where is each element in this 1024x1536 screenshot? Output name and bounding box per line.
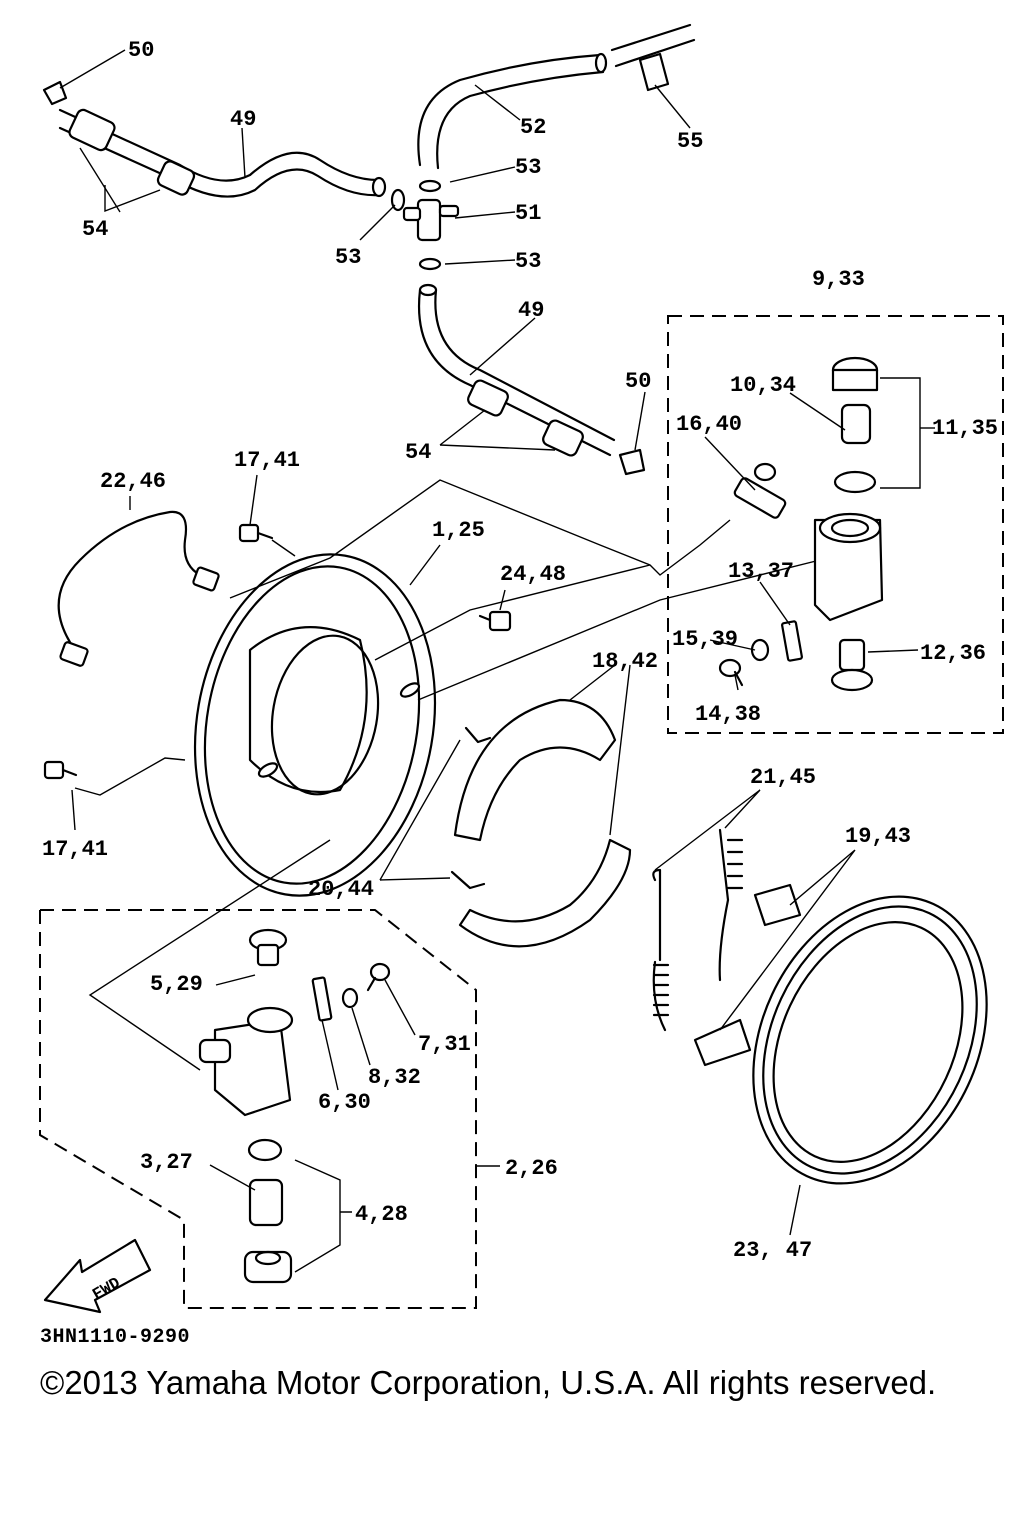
- brake-drum-seal-23-47: [752, 895, 988, 1185]
- brake-shield: [193, 553, 437, 897]
- cylinder-cup-4-28: [243, 1138, 293, 1284]
- callout-14-38: 14,38: [695, 702, 761, 727]
- plate-13-37: [781, 620, 803, 662]
- clamp-55: [638, 52, 670, 92]
- adjuster-5-29: [248, 928, 288, 967]
- callout-55: 55: [677, 129, 703, 154]
- callout-10-34: 10,34: [730, 373, 796, 398]
- callout-54-right: 54: [405, 440, 431, 465]
- brake-parts-diagram: 50 49 52 55 53 51 53 53 54 49 9,33 50 10…: [39, 23, 1004, 1314]
- callout-12-36: 12,36: [920, 641, 986, 666]
- callout-50-right: 50: [625, 369, 651, 394]
- callout-9-33: 9,33: [812, 267, 865, 292]
- bolt-7-31: [366, 962, 391, 992]
- callout-6-30: 6,30: [318, 1090, 371, 1115]
- callout-5-29: 5,29: [150, 972, 203, 997]
- callout-22-46: 22,46: [100, 469, 166, 494]
- callout-11-35: 11,35: [932, 416, 998, 441]
- fwd-arrow-icon: [43, 1238, 152, 1314]
- hose-joint-54-top: [68, 108, 196, 196]
- piston-3-27: [248, 1178, 284, 1227]
- callout-3-27: 3,27: [140, 1150, 193, 1175]
- spring-21-45-b: [718, 828, 744, 982]
- clip-19-43-lower: [693, 1018, 752, 1067]
- wheel-cylinder-body-top: [813, 512, 884, 622]
- callout-21-45: 21,45: [750, 765, 816, 790]
- callout-49-top: 49: [230, 107, 256, 132]
- callout-16-40: 16,40: [676, 412, 742, 437]
- bolt-17-41-bottom: [43, 760, 78, 780]
- clamp-50-top: [42, 80, 68, 106]
- callout-8-32: 8,32: [368, 1065, 421, 1090]
- brake-hose-22-46: [57, 510, 220, 667]
- callout-4-28: 4,28: [355, 1202, 408, 1227]
- wheel-cylinder-box-2-26: [39, 909, 477, 1309]
- copyright-notice: ©2013 Yamaha Motor Corporation, U.S.A. A…: [40, 1364, 937, 1401]
- pins-20-44: [450, 726, 492, 890]
- callout-7-31: 7,31: [418, 1032, 471, 1057]
- bolt-24-48: [478, 610, 512, 632]
- brake-shoe-lower: [458, 838, 632, 948]
- breather-hose-right: [418, 283, 616, 457]
- t-joint-51: [402, 198, 460, 242]
- screw-14-38: [718, 658, 744, 687]
- plate-6-30: [311, 976, 333, 1022]
- adjuster-12-36: [830, 638, 874, 692]
- callout-53-a: 53: [515, 155, 541, 180]
- brake-shoe-upper: [453, 698, 617, 842]
- callout-54-top: 54: [82, 217, 108, 242]
- diagram-code: 3HN1110-9290: [40, 1326, 191, 1349]
- callout-2-26: 2,26: [505, 1156, 558, 1181]
- spring-21-45-a: [652, 868, 670, 1032]
- callout-51: 51: [515, 201, 541, 226]
- clamp-50-right: [618, 448, 646, 476]
- callout-18-42: 18,42: [592, 649, 658, 674]
- callout-17-41-bottom: 17,41: [42, 837, 108, 862]
- callout-15-39: 15,39: [672, 627, 738, 652]
- leader-lines: [74, 479, 821, 1071]
- washer-8-32: [341, 987, 359, 1009]
- callout-leaders: [59, 49, 935, 1273]
- callout-20-44: 20,44: [308, 877, 374, 902]
- callout-17-41-top: 17,41: [234, 448, 300, 473]
- wheel-cylinder-box-9-33: [667, 315, 1004, 734]
- bleed-screw-16-40: [733, 462, 787, 519]
- wheel-cylinder-body-bottom: [198, 1006, 294, 1117]
- callout-53-b: 53: [335, 245, 361, 270]
- clip-19-43-upper: [753, 883, 802, 927]
- callout-1-25: 1,25: [432, 518, 485, 543]
- cylinder-cup-11-35: [831, 356, 879, 494]
- bolt-17-41-top: [238, 523, 274, 543]
- callout-24-48: 24,48: [500, 562, 566, 587]
- callout-13-37: 13,37: [728, 559, 794, 584]
- callout-49-right: 49: [518, 298, 544, 323]
- clips-53: [390, 179, 442, 271]
- callout-52: 52: [520, 115, 546, 140]
- callout-23-47: 23, 47: [733, 1238, 812, 1263]
- callout-50-top: 50: [128, 38, 154, 63]
- breather-hose-52: [417, 23, 696, 170]
- hose-joint-54-right: [467, 379, 584, 457]
- callout-53-c: 53: [515, 249, 541, 274]
- callout-labels: 50 49 52 55 53 51 53 53 54 49 9,33 50 10…: [42, 38, 998, 1304]
- piston-10-34: [840, 403, 872, 445]
- callout-19-43: 19,43: [845, 824, 911, 849]
- breather-hose-left: [58, 108, 387, 198]
